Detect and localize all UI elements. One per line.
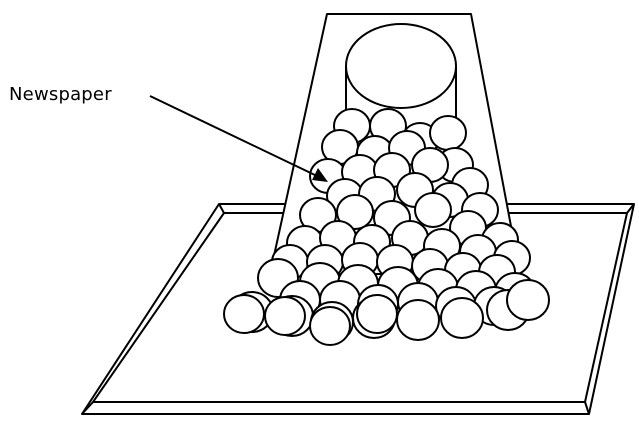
tray-edge — [218, 203, 225, 214]
cylinder — [345, 23, 457, 145]
newspaper-ball — [506, 279, 550, 321]
newspaper-label: Newspaper — [9, 84, 112, 105]
tray-edge — [81, 401, 94, 415]
newspaper-ball — [309, 306, 351, 346]
newspaper-ball — [396, 299, 440, 341]
arrow-line — [149, 95, 318, 177]
newspaper-ball — [223, 294, 265, 334]
cylinder-top — [345, 23, 457, 109]
newspaper-ball — [264, 296, 306, 336]
newspaper-ball — [356, 294, 398, 334]
tray-edge — [626, 203, 635, 214]
newspaper-ball — [440, 297, 484, 339]
arrow-head — [312, 168, 328, 182]
newspaper-ball — [414, 192, 452, 228]
newspaper-ball — [336, 194, 374, 230]
pointer-arrow — [149, 95, 328, 182]
newspaper-balls — [223, 108, 550, 346]
tray-edge — [584, 401, 590, 415]
newspaper-ball — [429, 115, 467, 151]
